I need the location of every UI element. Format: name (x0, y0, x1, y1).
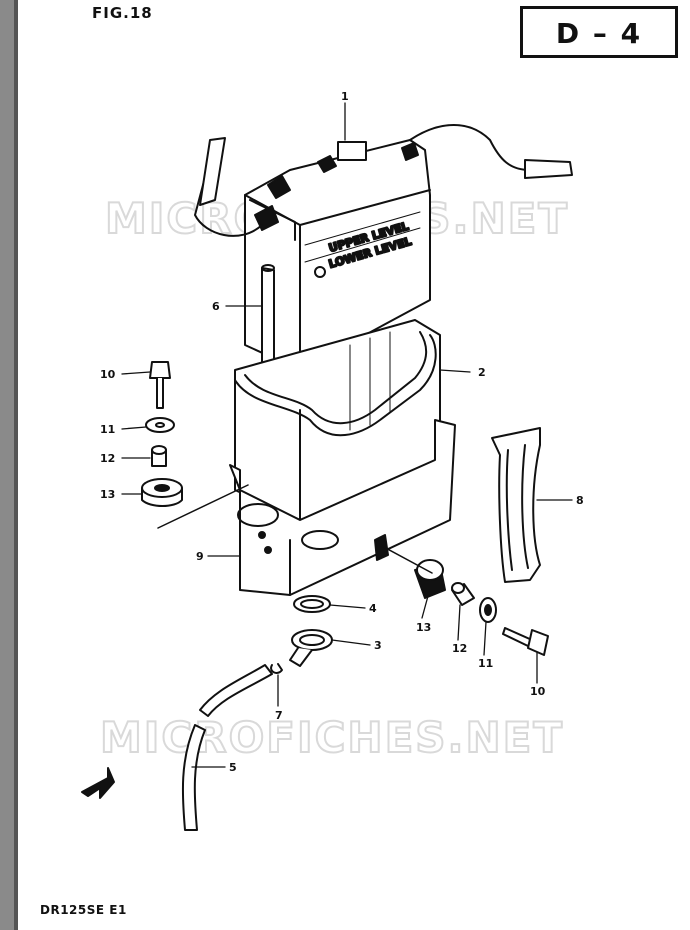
figure-label: FIG.18 (92, 4, 153, 22)
leader-lines (121, 102, 573, 768)
battery-band (491, 427, 541, 583)
left-alignment-line (157, 484, 249, 529)
callout-numbers: 1 2 3 4 5 6 7 8 9 10 11 12 13 13 12 11 1… (100, 90, 584, 774)
callout-6: 6 (212, 300, 220, 313)
drain-pipe-joint (289, 629, 333, 667)
page-code: D – 4 (555, 17, 643, 50)
right-alignment-line (379, 544, 433, 574)
right-collar (451, 582, 475, 606)
scan-edge-line (14, 0, 18, 930)
callout-11-left: 11 (100, 423, 115, 436)
callout-7: 7 (275, 709, 283, 722)
battery: UPPER LEVEL LOWER LEVEL (194, 124, 573, 371)
callout-13-left: 13 (100, 488, 115, 501)
watermark-bottom: MICROFICHES.NET (100, 713, 564, 762)
callout-3: 3 (374, 639, 382, 652)
left-washer-hole (155, 422, 165, 428)
callout-2: 2 (478, 366, 486, 379)
callout-5: 5 (229, 761, 237, 774)
page-code-box: D – 4 (520, 6, 678, 58)
callout-10-left: 10 (100, 368, 116, 381)
callout-4: 4 (369, 602, 377, 615)
callout-9: 9 (196, 550, 204, 563)
left-collar (151, 445, 167, 467)
forward-arrow (81, 767, 115, 799)
callout-13-right: 13 (416, 621, 431, 634)
callout-10-right: 10 (530, 685, 546, 698)
callout-1: 1 (341, 90, 349, 103)
model-code: DR125SE E1 (40, 903, 127, 917)
callout-8: 8 (576, 494, 584, 507)
callout-11-right: 11 (478, 657, 493, 670)
hose-clamp (293, 595, 331, 613)
left-bolt (149, 361, 171, 409)
scan-edge (0, 0, 14, 930)
right-cushion (414, 559, 446, 599)
right-bolt (502, 627, 549, 656)
left-cushion (141, 478, 183, 507)
battery-holder-bracket (229, 419, 456, 596)
callout-12-left: 12 (100, 452, 115, 465)
breather-hose (181, 664, 273, 831)
callout-12-right: 12 (452, 642, 467, 655)
hose-clip (270, 663, 283, 674)
right-washer (479, 597, 497, 623)
left-washer (145, 417, 175, 433)
